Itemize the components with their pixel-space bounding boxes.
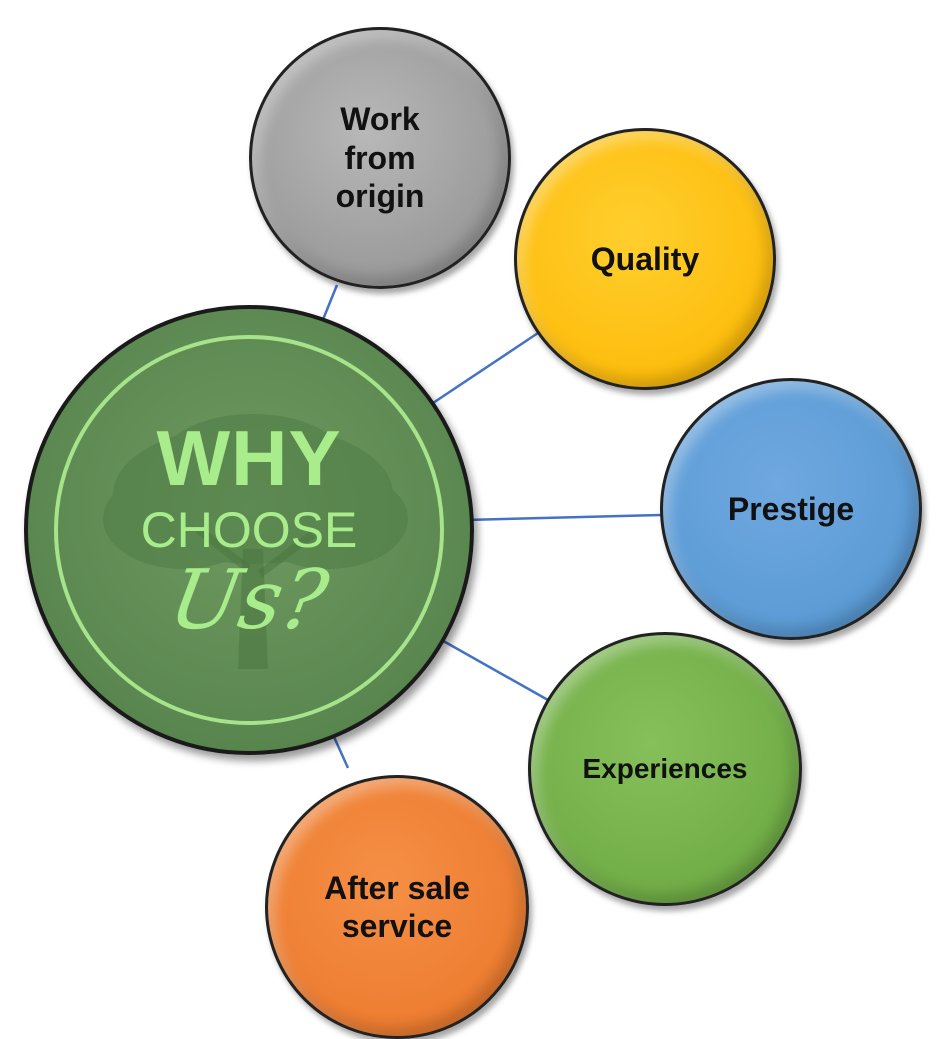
reason-work-from-origin: Work from origin [249,27,511,289]
reason-prestige: Prestige [660,378,922,640]
connector-experiences [437,636,549,702]
hub-title-choose: CHOOSE [140,501,358,558]
connector-work-from-origin [320,284,339,323]
tree-icon [103,414,408,669]
reason-label: Experiences [582,753,748,785]
reason-experiences: Experiences [528,632,802,906]
hub-title: WHY CHOOSE Us? [140,413,358,648]
hub-inner-ring [54,335,444,725]
connector-prestige [464,513,663,522]
reason-label: Work from origin [335,101,425,215]
why-choose-us-hub: WHY CHOOSE Us? [24,305,474,755]
reason-label: Quality [590,240,700,277]
reason-quality: Quality [514,128,776,390]
reason-label: After sale service [324,869,470,944]
hub-title-us: Us? [163,552,336,648]
reason-label: Prestige [727,490,855,527]
hub-title-why: WHY [156,413,342,502]
reason-after-sale-service: After sale service [265,775,529,1039]
connector-quality [429,331,539,407]
